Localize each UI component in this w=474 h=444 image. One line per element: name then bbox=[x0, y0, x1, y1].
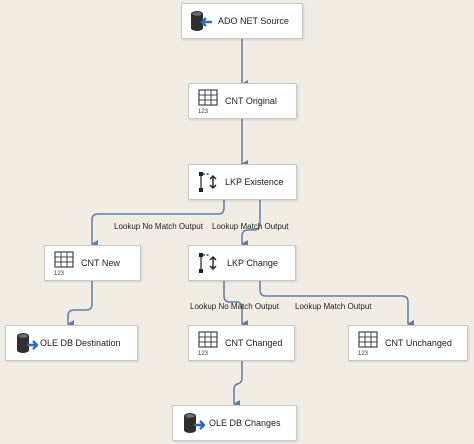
lookup-icon bbox=[197, 169, 219, 195]
flow-label-lookup-no-match-2[interactable]: Lookup No Match Output bbox=[190, 302, 279, 311]
flow-no-match-to-cnt-new bbox=[91, 199, 225, 248]
grid-digits: 123 bbox=[198, 109, 209, 114]
component-ole-db-changes[interactable]: OLE DB Changes bbox=[172, 405, 297, 441]
row-count-grid-icon: 123 bbox=[197, 88, 219, 114]
component-label: CNT New bbox=[81, 258, 120, 268]
flow-cnt-new-to-ole-db-destination bbox=[67, 280, 93, 328]
component-cnt-new[interactable]: 123 CNT New bbox=[44, 245, 141, 281]
component-label: OLE DB Changes bbox=[209, 418, 281, 428]
grid-digits: 123 bbox=[198, 351, 209, 356]
component-label: CNT Changed bbox=[225, 338, 283, 348]
component-lkp-change[interactable]: LKP Change bbox=[188, 245, 296, 281]
component-label: LKP Change bbox=[227, 258, 278, 268]
flow-label-lookup-match-1[interactable]: Lookup Match Output bbox=[212, 222, 289, 231]
component-label: ADO NET Source bbox=[218, 16, 289, 26]
component-label: OLE DB Destination bbox=[40, 338, 121, 348]
component-cnt-original[interactable]: 123 CNT Original bbox=[188, 83, 297, 119]
component-cnt-unchanged[interactable]: 123 CNT Unchanged bbox=[348, 325, 468, 361]
flow-match-to-lkp-change bbox=[241, 199, 261, 248]
grid-digits: 123 bbox=[54, 271, 65, 276]
component-label: LKP Existence bbox=[225, 177, 284, 187]
row-count-grid-icon: 123 bbox=[357, 330, 379, 356]
row-count-grid-icon: 123 bbox=[197, 330, 219, 356]
flow-label-lookup-no-match-1[interactable]: Lookup No Match Output bbox=[114, 222, 203, 231]
grid-digits: 123 bbox=[358, 351, 369, 356]
component-label: CNT Unchanged bbox=[385, 338, 452, 348]
flow-no-match-to-cnt-changed bbox=[223, 280, 248, 328]
component-label: CNT Original bbox=[225, 96, 277, 106]
component-cnt-changed[interactable]: 123 CNT Changed bbox=[188, 325, 295, 361]
destination-cylinder-icon bbox=[14, 330, 38, 356]
flow-cnt-changed-to-ole-db-changes bbox=[233, 361, 243, 408]
row-count-grid-icon: 123 bbox=[53, 250, 75, 276]
component-lkp-existence[interactable]: LKP Existence bbox=[188, 164, 297, 200]
component-ole-db-destination[interactable]: OLE DB Destination bbox=[5, 325, 138, 361]
component-ado-net-source[interactable]: ADO NET Source bbox=[181, 3, 303, 39]
flow-match-to-cnt-unchanged bbox=[259, 280, 414, 328]
lookup-icon bbox=[197, 250, 219, 276]
flow-label-lookup-match-2[interactable]: Lookup Match Output bbox=[295, 302, 372, 311]
source-cylinder-icon bbox=[190, 8, 212, 34]
destination-cylinder-icon bbox=[181, 410, 205, 436]
